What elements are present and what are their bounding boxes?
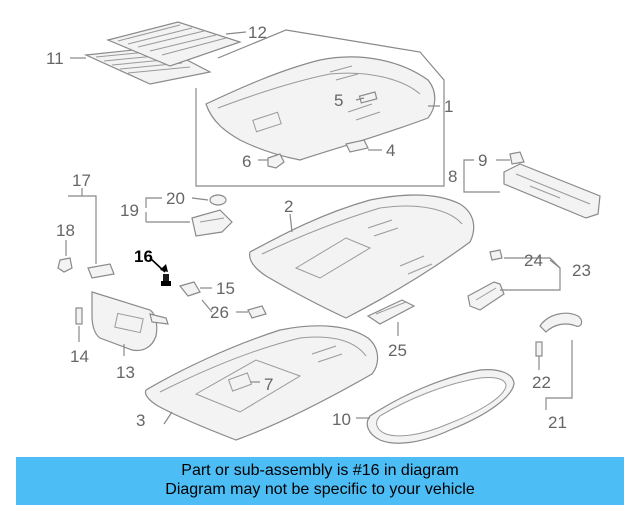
callout-label: 18 [56, 221, 75, 240]
callout-label: 8 [448, 167, 457, 186]
part-2-headliner [249, 194, 475, 319]
callout-label: 1 [444, 97, 453, 116]
part-25-module [366, 299, 416, 325]
part-19-lamp [191, 209, 233, 237]
part-9-clip [509, 151, 525, 165]
part-15-holder [178, 281, 201, 297]
part-5-clip [355, 91, 378, 104]
part-24-clip [489, 249, 503, 261]
part-16-screw [149, 257, 171, 286]
part-22-screw [535, 341, 543, 357]
banner-line-1: Part or sub-assembly is #16 in diagram [181, 462, 459, 479]
part-18-clip [57, 257, 73, 273]
part-23-bracket [467, 281, 505, 311]
callout-label: 17 [72, 171, 91, 190]
banner-line-2: Diagram may not be specific to your vehi… [165, 481, 475, 498]
group-box-1 [195, 29, 445, 187]
part-13-sunvisor [91, 291, 169, 352]
callout-label: 12 [248, 23, 267, 42]
bracket-19 [145, 197, 162, 208]
bracket-17 [68, 195, 97, 264]
callout-label: 11 [46, 49, 64, 68]
callout-label: 22 [532, 373, 551, 392]
part-10-seal [366, 369, 515, 444]
callout-label: 15 [216, 279, 235, 298]
part-4-pad [345, 139, 382, 153]
part-3-headliner [144, 325, 379, 441]
parts-diagram: 1 2 3 4 5 6 7 8 9 10 11 12 13 14 15 16 1… [46, 21, 601, 444]
callout-label: 21 [548, 413, 567, 432]
callout-label: 10 [332, 410, 351, 429]
callout-label: 2 [284, 197, 293, 216]
part-1-headliner [205, 56, 436, 161]
part-6-clip [258, 153, 285, 169]
callout-label: 20 [166, 189, 185, 208]
part-20-bulb [209, 194, 227, 206]
callout-label: 13 [116, 363, 135, 382]
bracket-8 [463, 159, 500, 193]
callout-label: 7 [264, 375, 273, 394]
callout-label: 9 [478, 151, 487, 170]
callout-label: 25 [388, 341, 407, 360]
part-14-screw [75, 307, 83, 342]
part-8-rail [503, 163, 601, 219]
callout-label-highlighted: 16 [134, 247, 153, 266]
bracket-21 [545, 340, 573, 410]
callout-label: 23 [572, 261, 591, 280]
part-12-shade [106, 21, 242, 67]
part-26-clip [247, 305, 267, 319]
callout-label: 26 [210, 303, 229, 322]
callout-label: 24 [524, 251, 543, 270]
callout-label: 3 [136, 411, 145, 430]
callout-label: 14 [70, 347, 89, 366]
callout-label: 19 [120, 201, 139, 220]
info-banner: Part or sub-assembly is #16 in diagram D… [16, 457, 624, 505]
part-17-bracket [87, 263, 115, 279]
callout-label: 6 [242, 152, 251, 171]
callout-label: 5 [334, 91, 343, 110]
part-21-grip [539, 312, 583, 333]
callout-label: 4 [386, 141, 395, 160]
